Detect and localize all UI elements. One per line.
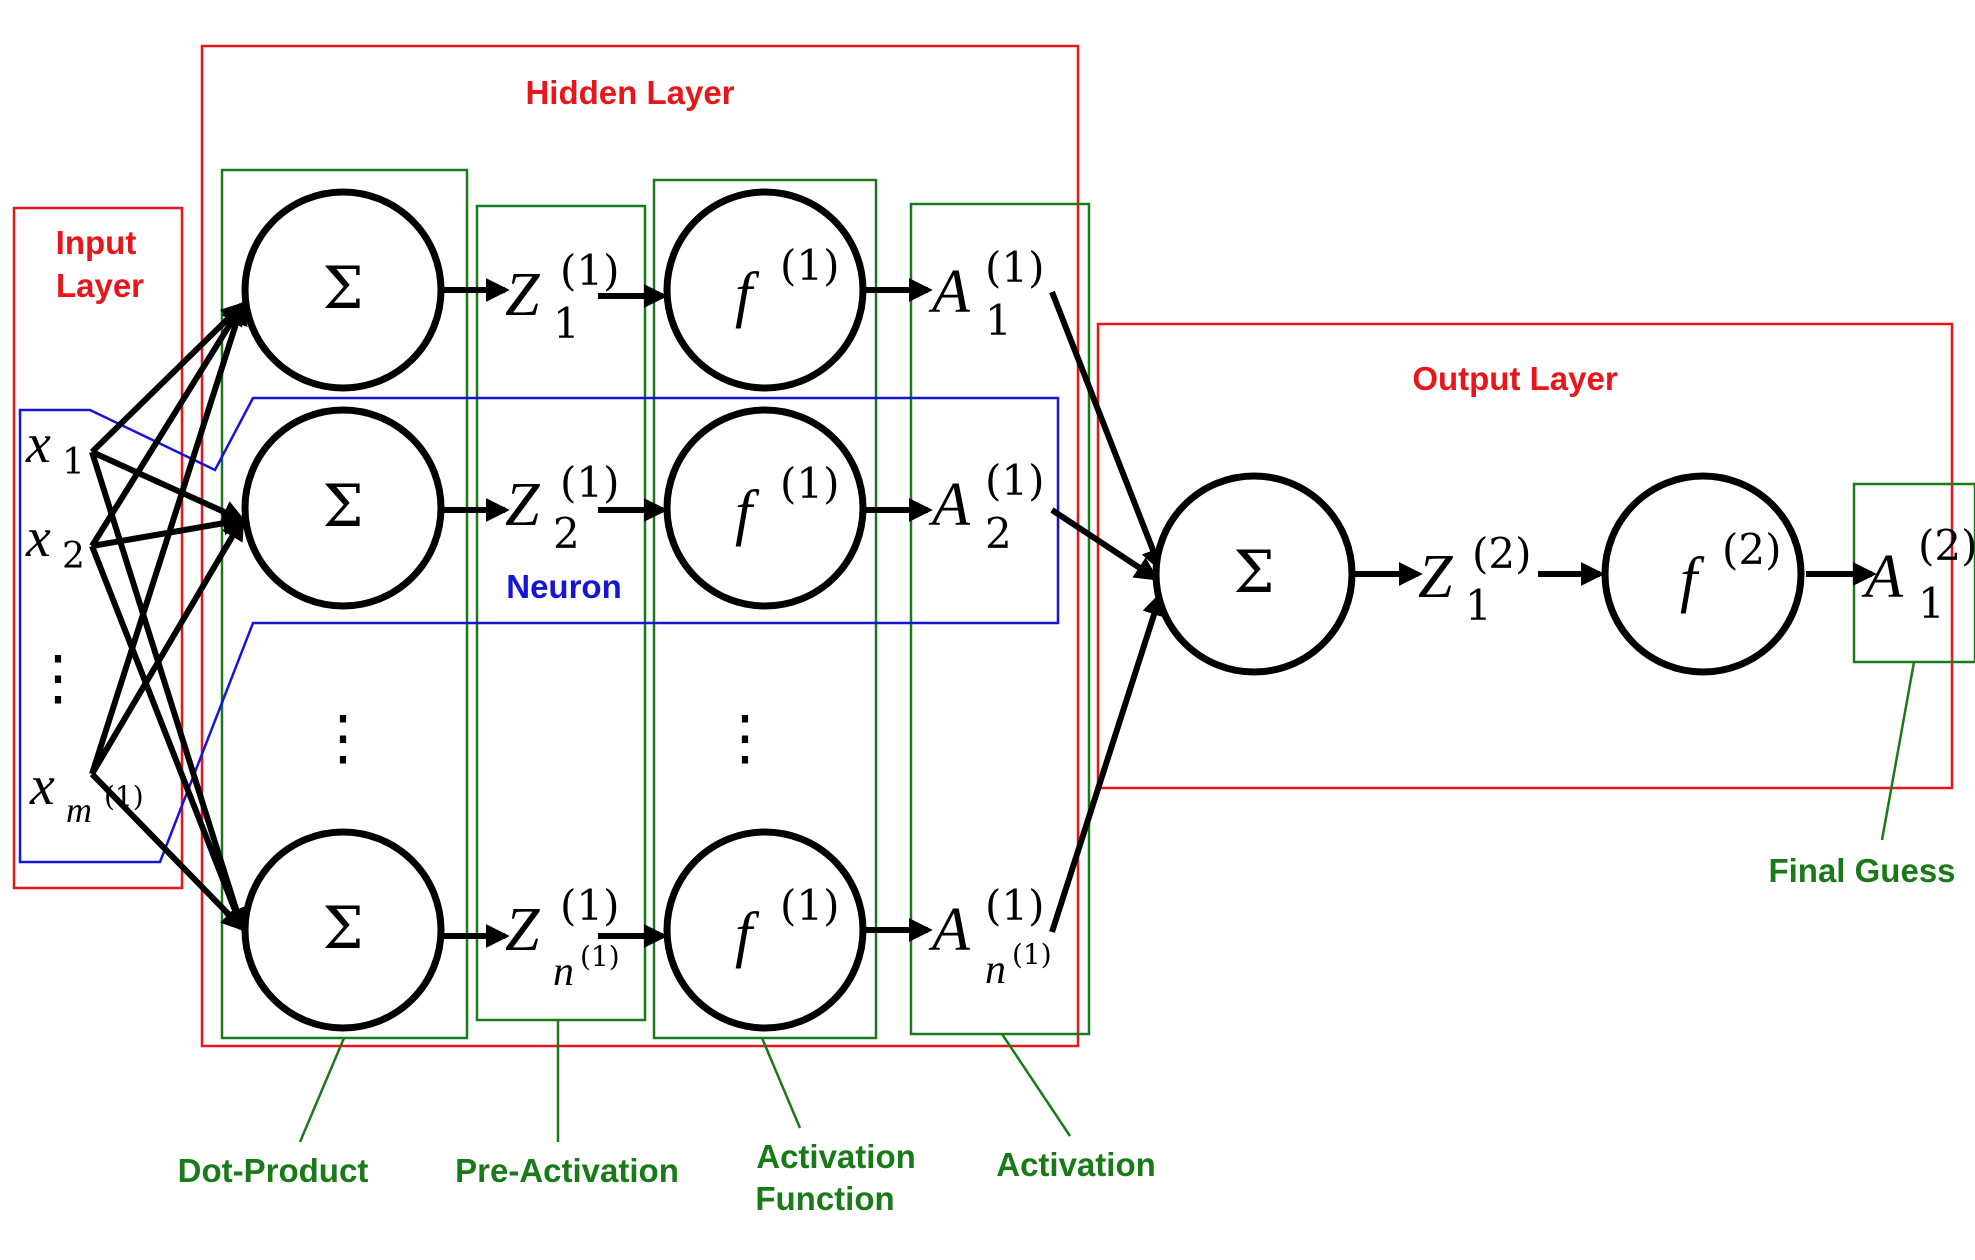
activation-label: Activation [996, 1146, 1156, 1183]
sum-ellipsis: ⋮ [313, 703, 373, 773]
svg-text:(1): (1) [985, 243, 1045, 292]
pre-activation-z1: Z (1) 1 [505, 246, 620, 348]
output-pre-activation-z: Z (2) 1 [1418, 529, 1532, 630]
hidden-layer-label: Hidden Layer [525, 74, 734, 111]
svg-text:n: n [553, 949, 574, 995]
activation-ellipsis: ⋮ [715, 703, 775, 773]
svg-text:1: 1 [985, 296, 1012, 345]
sum-symbol: Σ [322, 894, 363, 962]
svg-text:2: 2 [985, 509, 1012, 558]
svg-text:2: 2 [553, 509, 580, 558]
svg-text:n: n [985, 947, 1006, 993]
svg-text:A: A [928, 258, 971, 326]
layer-superscript: (2) [1722, 525, 1782, 574]
svg-text:(1): (1) [104, 780, 144, 813]
layer-superscript: (1) [780, 241, 840, 290]
dot-product-label: Dot-Product [178, 1152, 369, 1189]
output-edges [1049, 290, 1877, 933]
input-layer-label-2: Layer [56, 267, 144, 304]
activation-a2: A (1) 2 [928, 456, 1045, 558]
layer-superscript: (1) [780, 459, 840, 508]
output-sum-neuron: Σ [1152, 472, 1356, 676]
sum-neuron-2: Σ [241, 406, 445, 610]
svg-text:A: A [1861, 543, 1904, 611]
svg-text:1: 1 [62, 442, 85, 483]
pre-activation-zn: Z (1) n (1) [505, 881, 620, 995]
sum-symbol: Σ [322, 254, 363, 322]
output-activation-neuron: f (2) [1601, 472, 1805, 676]
svg-text:(1): (1) [1012, 938, 1052, 971]
final-activation-a: A (2) 1 [1861, 521, 1975, 628]
svg-text:(1): (1) [560, 458, 620, 507]
neuron-label: Neuron [506, 568, 622, 605]
svg-text:(1): (1) [985, 456, 1045, 505]
svg-text:1: 1 [1465, 581, 1492, 630]
sum-neuron-n: Σ [241, 828, 445, 1032]
input-x1: x 1 [25, 413, 85, 483]
sum-neuron-1: Σ [241, 188, 445, 392]
dot-product-box [220, 168, 469, 1040]
pre-activation-z2: Z (1) 2 [505, 458, 620, 558]
activation-a1: A (1) 1 [928, 243, 1045, 345]
output-layer-box [1096, 322, 1954, 790]
activation-box [909, 202, 1091, 1036]
activation-neuron-1: f (1) [663, 188, 867, 392]
svg-text:x: x [29, 755, 55, 817]
activation-an: A (1) n (1) [928, 881, 1052, 993]
input-ellipsis: ⋮ [28, 643, 88, 713]
svg-text:1: 1 [1918, 579, 1945, 628]
svg-text:A: A [928, 896, 971, 964]
layer-superscript: (1) [780, 881, 840, 930]
output-layer-label: Output Layer [1412, 360, 1618, 397]
activation-function-label-2: Function [755, 1180, 894, 1217]
svg-text:Z: Z [505, 261, 540, 329]
svg-text:A: A [928, 471, 971, 539]
svg-text:m: m [66, 790, 92, 830]
svg-text:(1): (1) [985, 881, 1045, 930]
svg-text:Z: Z [505, 896, 540, 964]
activation-neuron-n: f (1) [663, 828, 867, 1032]
final-guess-label: Final Guess [1768, 852, 1955, 889]
svg-text:(1): (1) [560, 881, 620, 930]
input-layer-label-1: Input [56, 224, 137, 261]
input-xm: x m (1) [29, 755, 144, 830]
svg-text:(1): (1) [580, 940, 620, 973]
input-layer-box [12, 206, 184, 890]
sum-symbol: Σ [1233, 538, 1274, 606]
pre-activation-box [475, 204, 647, 1022]
svg-text:(1): (1) [560, 246, 620, 295]
svg-text:(2): (2) [1472, 529, 1532, 578]
input-edges [89, 300, 248, 933]
input-x2: x 2 [25, 507, 85, 577]
svg-text:Z: Z [1418, 543, 1453, 611]
hidden-arrows [440, 278, 933, 948]
svg-text:Z: Z [505, 471, 540, 539]
svg-text:x: x [25, 507, 51, 569]
pre-activation-label: Pre-Activation [455, 1152, 679, 1189]
svg-text:2: 2 [62, 536, 85, 577]
svg-text:(2): (2) [1918, 521, 1975, 570]
activation-neuron-2: f (1) [663, 406, 867, 610]
activation-function-box [652, 178, 878, 1040]
svg-text:x: x [25, 413, 51, 475]
hidden-layer-box [200, 44, 1080, 1048]
component-leaders [298, 661, 1916, 1143]
sum-symbol: Σ [322, 472, 363, 540]
activation-function-label-1: Activation [756, 1138, 916, 1175]
svg-text:1: 1 [553, 299, 580, 348]
